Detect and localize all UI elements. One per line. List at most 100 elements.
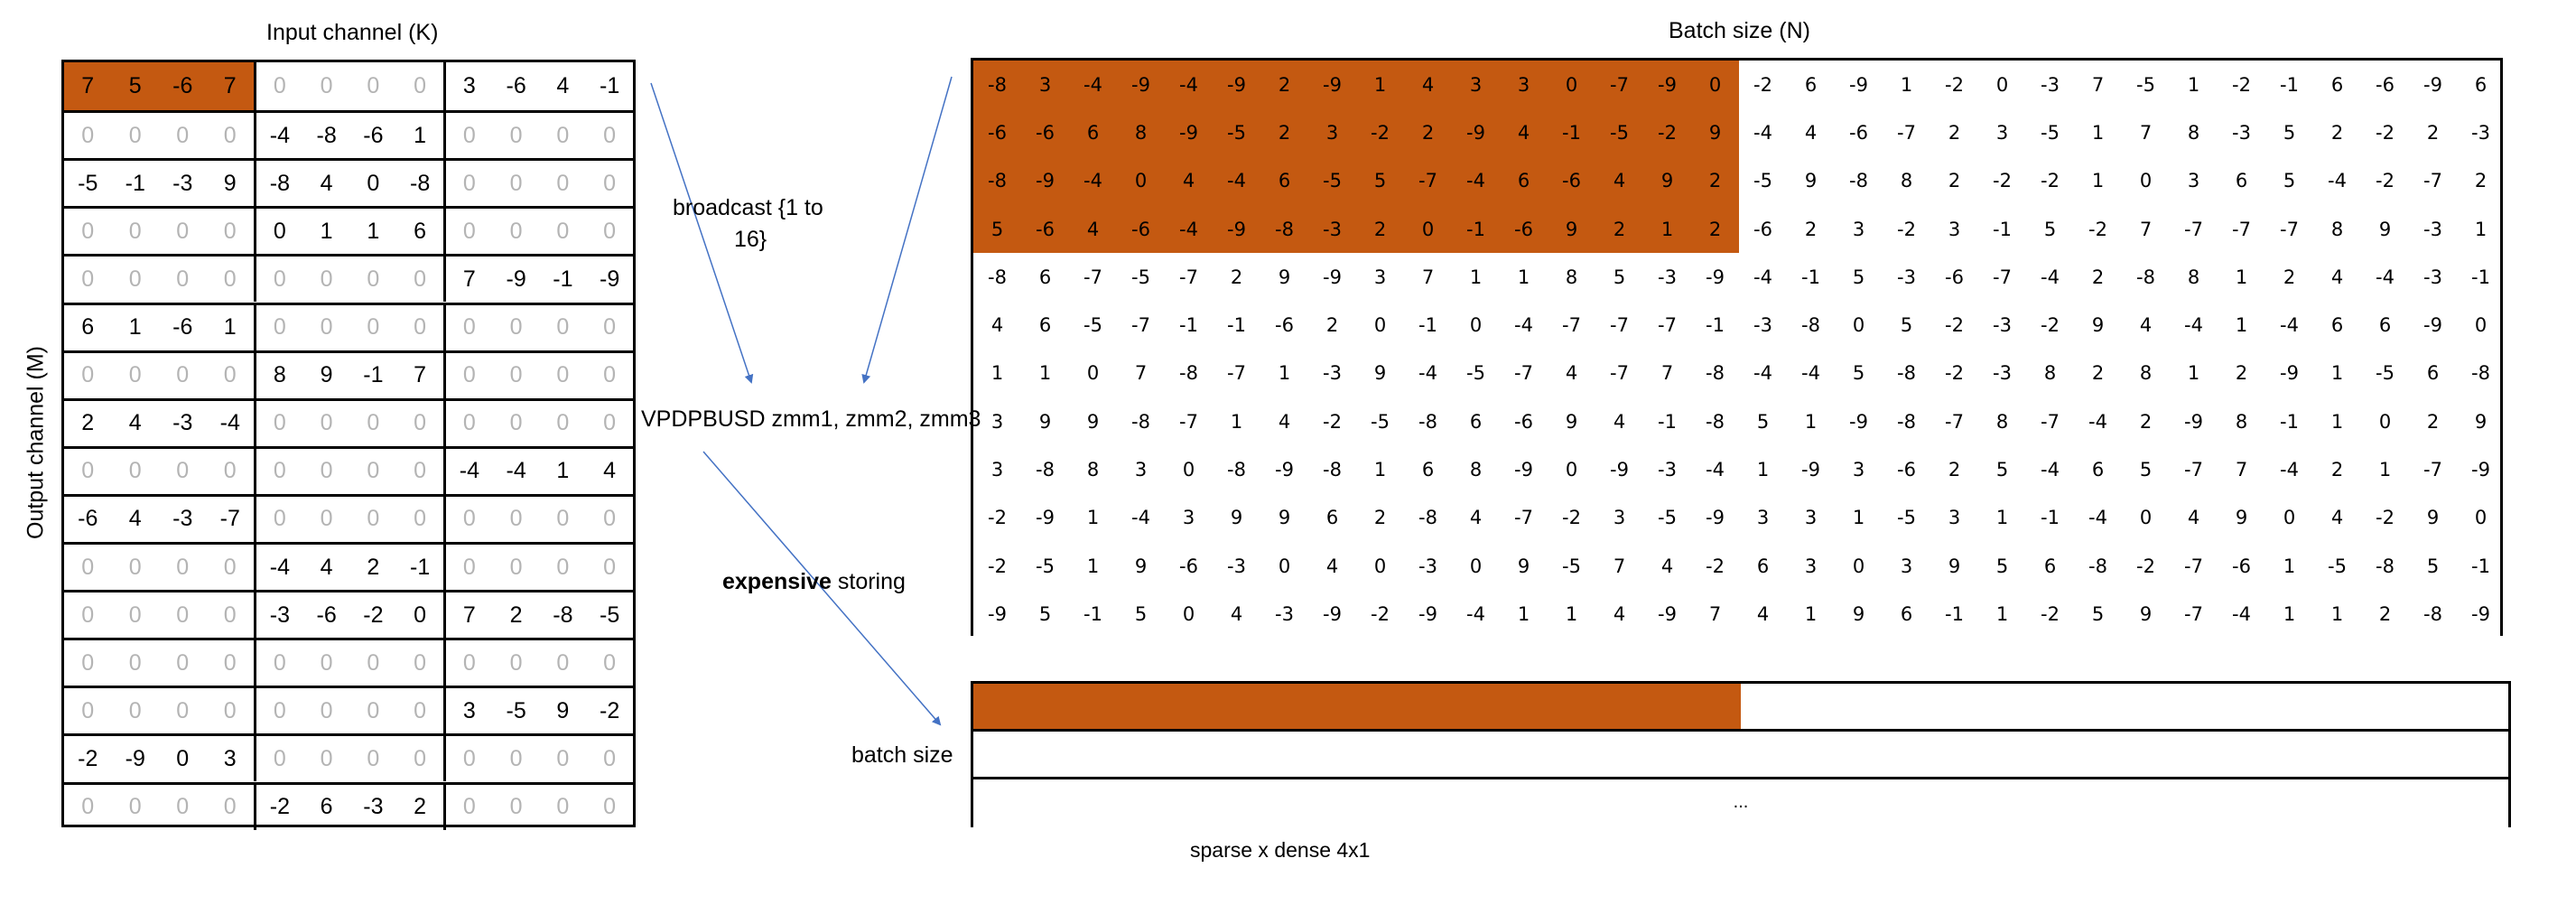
matrix-cell: 0: [603, 218, 617, 244]
matrix-cell: -7: [1658, 314, 1677, 337]
matrix-cell: -2: [2136, 555, 2155, 577]
matrix-cell: 2: [1948, 459, 1961, 481]
matrix-cell: 1: [2187, 362, 2200, 385]
output-row: [973, 684, 2508, 732]
matrix-cell: -1: [125, 170, 145, 196]
matrix-cell: -2: [1371, 121, 1390, 144]
matrix-cell: 4: [1613, 410, 1626, 433]
matrix-cell: -8: [269, 170, 290, 196]
matrix-cell: -2: [1945, 362, 1964, 385]
matrix-cell: -2: [2232, 73, 2251, 96]
matrix-cell: -3: [363, 794, 384, 820]
matrix-cell: 0: [1421, 218, 1435, 240]
matrix-cell: -2: [2376, 507, 2395, 529]
matrix-cell: 0: [81, 458, 95, 484]
matrix-cell: 0: [414, 697, 427, 723]
matrix-cell: 0: [273, 410, 286, 436]
batch-size-n-label: Batch size (N): [1669, 18, 1810, 43]
matrix-cell: -3: [1275, 602, 1294, 625]
matrix-cell: -1: [1418, 314, 1437, 337]
matrix-cell: 0: [556, 506, 570, 532]
matrix-cell: 6: [1469, 410, 1483, 433]
matrix-cell: 9: [1804, 170, 1818, 192]
matrix-cell: 0: [1995, 73, 2009, 96]
matrix-cell: -9: [1466, 121, 1485, 144]
matrix-cell: 1: [1804, 410, 1818, 433]
matrix-cell: 9: [2474, 410, 2488, 433]
matrix-cell: 1: [223, 314, 237, 341]
load-arrow: [861, 76, 953, 384]
matrix-cell: 9: [556, 697, 570, 723]
matrix-cell: 0: [223, 458, 237, 484]
matrix-cell: -2: [2376, 121, 2395, 144]
matrix-cell: 0: [603, 794, 617, 820]
matrix-cell: -2: [2041, 314, 2060, 337]
matrix-cell: 0: [556, 794, 570, 820]
matrix-cell: 6: [1278, 170, 1291, 192]
matrix-cell: 0: [603, 362, 617, 388]
matrix-cell: -4: [1466, 170, 1485, 192]
matrix-cell: -2: [1371, 602, 1390, 625]
matrix-cell: -6: [363, 122, 384, 148]
matrix-cell: 0: [509, 122, 523, 148]
matrix-cell: 3: [1804, 555, 1818, 577]
matrix-cell: -9: [1849, 410, 1868, 433]
storing-text: storing: [831, 569, 906, 594]
matrix-cell: 0: [556, 745, 570, 771]
matrix-cell: 0: [320, 73, 333, 99]
matrix-cell: 0: [81, 649, 95, 676]
matrix-cell: -1: [1658, 410, 1677, 433]
matrix-cell: 4: [1565, 362, 1578, 385]
matrix-cell: 0: [273, 745, 286, 771]
matrix-cell: 2: [2330, 121, 2344, 144]
matrix-cell: -6: [172, 73, 193, 99]
matrix-cell: 0: [1373, 555, 1387, 577]
matrix-cell: 9: [1230, 507, 1243, 529]
matrix-cell: 5: [2139, 459, 2153, 481]
matrix-cell: -4: [1083, 73, 1102, 96]
matrix-cell: -7: [1083, 266, 1102, 288]
matrix-cell: 3: [1852, 459, 1865, 481]
matrix-cell: 3: [1948, 507, 1961, 529]
matrix-cell: -3: [1227, 555, 1246, 577]
matrix-cell: 3: [2187, 170, 2200, 192]
matrix-cell: 2: [1230, 266, 1243, 288]
matrix-cell: 0: [2378, 410, 2392, 433]
matrix-cell: -6: [506, 73, 526, 99]
matrix-cell: 0: [128, 794, 142, 820]
matrix-cell: -7: [2280, 218, 2299, 240]
matrix-cell: 4: [1086, 218, 1100, 240]
matrix-cell: 2: [1708, 170, 1722, 192]
matrix-cell: 0: [367, 314, 380, 341]
matrix-cell: -4: [1131, 507, 1150, 529]
matrix-cell: -5: [2328, 555, 2347, 577]
matrix-cell: 1: [1517, 266, 1530, 288]
matrix-cell: 0: [176, 554, 190, 580]
matrix-cell: 0: [273, 266, 286, 292]
matrix-cell: -9: [1323, 602, 1342, 625]
matrix-cell: 2: [2091, 362, 2105, 385]
matrix-cell: 0: [223, 554, 237, 580]
matrix-cell: 0: [556, 314, 570, 341]
matrix-cell: 0: [223, 794, 237, 820]
matrix-cell: -9: [2471, 459, 2490, 481]
matrix-cell: 0: [603, 745, 617, 771]
matrix-cell: 5: [2283, 170, 2296, 192]
matrix-cell: -9: [1849, 73, 1868, 96]
matrix-cell: 4: [2139, 314, 2153, 337]
matrix-cell: -9: [1801, 459, 1820, 481]
matrix-cell: 0: [176, 362, 190, 388]
